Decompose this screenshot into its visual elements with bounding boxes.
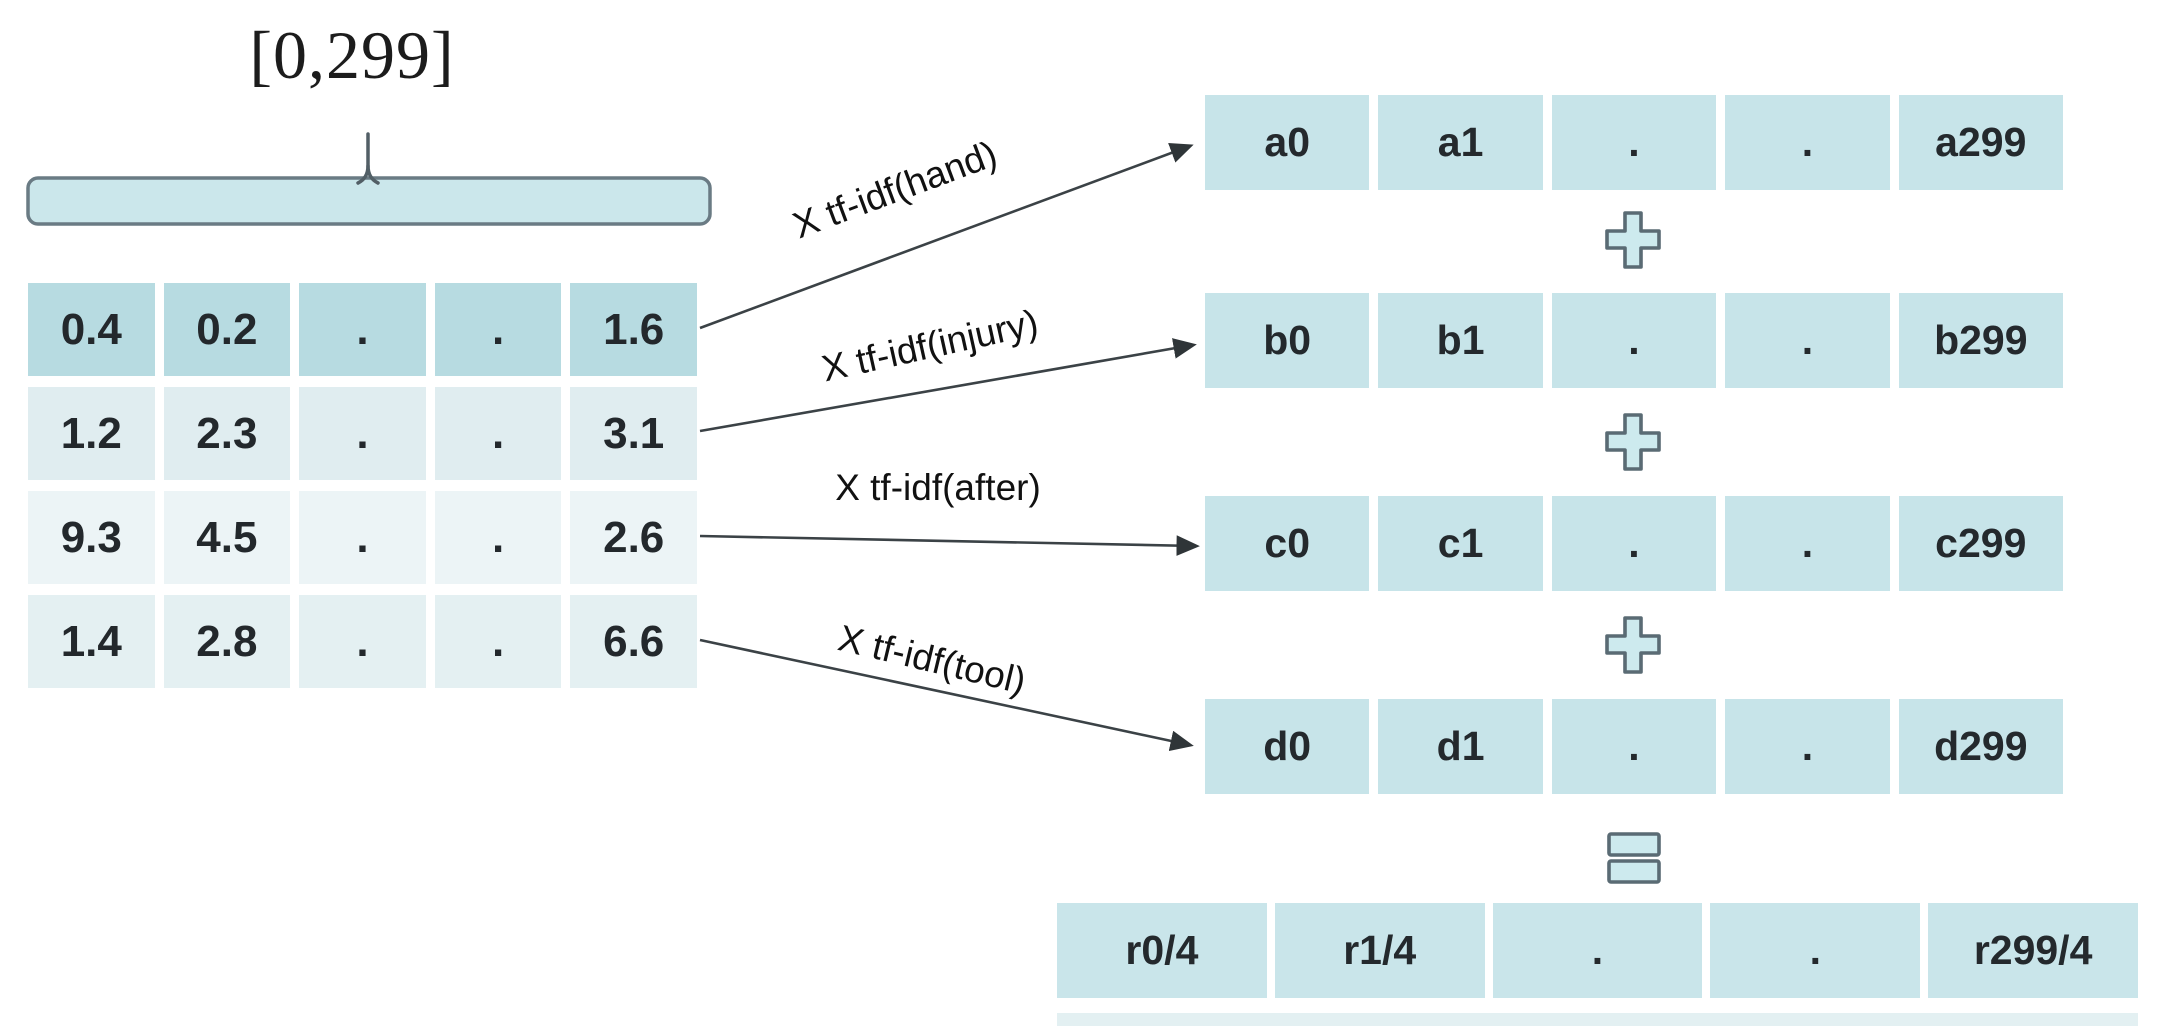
plus-icon — [1605, 211, 1661, 269]
multiplier-label-injury: X tf-idf(injury) — [818, 301, 1042, 390]
weighted-vector-d: d0 d1 . . d299 — [1205, 699, 2063, 794]
vector-cell: . — [1551, 293, 1717, 388]
matrix-cell: 1.2 — [28, 387, 155, 480]
vector-cell: . — [1551, 496, 1717, 591]
word-vector-matrix: 0.4 0.2 . . 1.6 1.2 2.3 . . 3.1 9.3 4.5 … — [28, 283, 697, 688]
matrix-cell: . — [299, 387, 426, 480]
vector-cell: c299 — [1898, 496, 2063, 591]
result-cell: r299/4 — [1928, 903, 2138, 998]
matrix-cell: 6.6 — [570, 595, 697, 688]
vector-cell: b299 — [1898, 293, 2063, 388]
vector-cell: . — [1551, 699, 1717, 794]
vector-cell: d0 — [1205, 699, 1370, 794]
equals-icon — [1607, 832, 1661, 884]
vector-cell: b0 — [1205, 293, 1370, 388]
vector-cell: . — [1551, 95, 1717, 190]
result-cell: r1/4 — [1274, 903, 1485, 998]
result-cell: . — [1492, 903, 1703, 998]
result-cell: r0/4 — [1057, 903, 1267, 998]
vector-cell: c0 — [1205, 496, 1370, 591]
multiplier-label-hand: X tf-idf(hand) — [787, 132, 1003, 247]
matrix-cell: 4.5 — [163, 491, 291, 584]
matrix-cell: . — [434, 595, 562, 688]
matrix-cell: . — [299, 283, 426, 376]
dimension-range-label: [0,299] — [249, 17, 455, 93]
multiplier-label-after: X tf-idf(after) — [835, 467, 1041, 508]
vector-cell: b1 — [1378, 293, 1543, 388]
matrix-cell: 2.6 — [570, 491, 697, 584]
vector-cell: a299 — [1898, 95, 2063, 190]
matrix-cell: 1.4 — [28, 595, 155, 688]
vector-cell: . — [1725, 95, 1890, 190]
result-vector: r0/4 r1/4 . . r299/4 — [1057, 903, 2138, 998]
matrix-cell: . — [434, 491, 562, 584]
vector-cell: . — [1725, 699, 1890, 794]
vector-cell: c1 — [1378, 496, 1543, 591]
matrix-cell: . — [434, 387, 562, 480]
matrix-cell: 0.4 — [28, 283, 155, 376]
matrix-cell: . — [299, 595, 426, 688]
vector-cell: d299 — [1898, 699, 2063, 794]
weighted-vector-a: a0 a1 . . a299 — [1205, 95, 2063, 190]
vector-cell: . — [1725, 293, 1890, 388]
vector-cell: . — [1725, 496, 1890, 591]
multiplier-label-tool: X tf-idf(tool) — [834, 617, 1030, 702]
horizontal-brace — [26, 132, 712, 226]
plus-icon — [1605, 616, 1661, 674]
cropped-row-sliver — [1057, 1013, 2138, 1026]
matrix-cell: 0.2 — [163, 283, 291, 376]
result-cell: . — [1710, 903, 1921, 998]
matrix-cell: 2.8 — [163, 595, 291, 688]
matrix-cell: 1.6 — [570, 283, 697, 376]
matrix-cell: 3.1 — [570, 387, 697, 480]
vector-cell: a1 — [1378, 95, 1543, 190]
matrix-cell: . — [299, 491, 426, 584]
weighted-vector-b: b0 b1 . . b299 — [1205, 293, 2063, 388]
matrix-cell: 9.3 — [28, 491, 155, 584]
vector-cell: a0 — [1205, 95, 1370, 190]
plus-icon — [1605, 413, 1661, 471]
weighted-vector-c: c0 c1 . . c299 — [1205, 496, 2063, 591]
matrix-cell: 2.3 — [163, 387, 291, 480]
matrix-cell: . — [434, 283, 562, 376]
vector-cell: d1 — [1378, 699, 1543, 794]
arrow-after — [699, 534, 1200, 557]
